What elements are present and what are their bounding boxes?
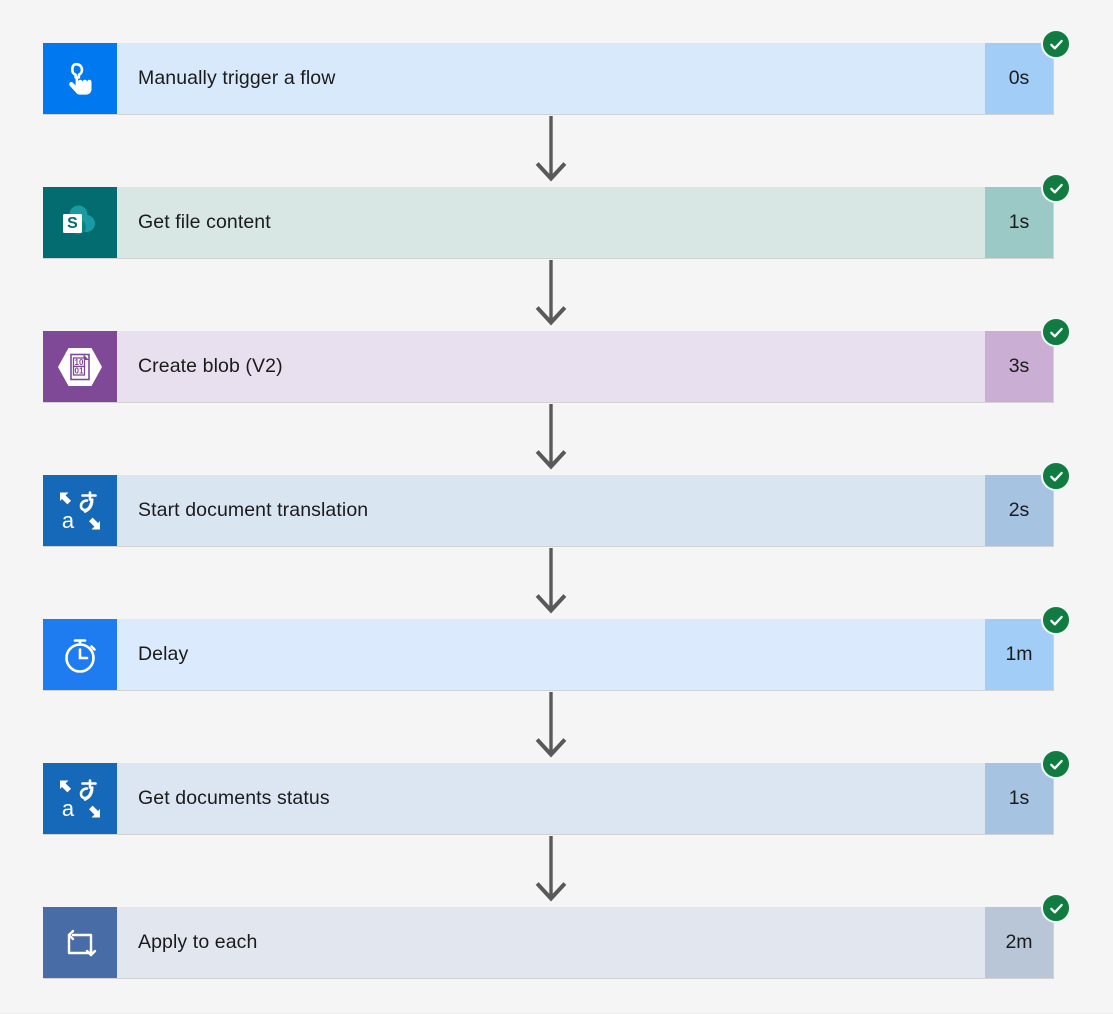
svg-text:S: S (67, 215, 78, 232)
svg-text:01: 01 (75, 366, 84, 375)
arrow-down-icon (531, 259, 571, 331)
flow-step-row[interactable]: a Get documents status 1s (43, 749, 1071, 835)
flow-step-row[interactable]: Apply to each 2m (43, 893, 1071, 979)
arrow-down-icon (531, 691, 571, 763)
translator-icon: a (43, 763, 117, 834)
flow-step-title: Get file content (138, 210, 271, 233)
svg-text:a: a (62, 508, 75, 533)
status-badge (1041, 461, 1071, 491)
sharepoint-icon: S (43, 187, 117, 258)
flow-step-title: Delay (138, 642, 189, 665)
flow-step-duration: 1s (985, 173, 1071, 258)
flow-step-row[interactable]: Delay 1m (43, 605, 1071, 691)
flow-step-body[interactable]: Create blob (V2) (117, 331, 985, 402)
flow-step-body[interactable]: Start document translation (117, 475, 985, 546)
arrow-down-icon (531, 835, 571, 907)
flow-step-duration-value: 1s (1008, 211, 1030, 233)
svg-text:10: 10 (75, 358, 84, 367)
status-badge (1041, 749, 1071, 779)
flow-step-duration-value: 0s (1008, 67, 1030, 89)
flow-step-duration: 0s (985, 29, 1071, 114)
flow-step-body[interactable]: Apply to each (117, 907, 985, 978)
status-badge (1041, 605, 1071, 635)
translator-icon: a (43, 475, 117, 546)
flow-step-duration: 1m (985, 605, 1071, 690)
svg-text:a: a (62, 796, 75, 821)
arrow-down-icon (531, 403, 571, 475)
flow-step-body[interactable]: Get documents status (117, 763, 985, 834)
status-badge (1041, 29, 1071, 59)
status-badge (1041, 317, 1071, 347)
flow-step-body[interactable]: Get file content (117, 187, 985, 258)
flow-step-duration-value: 3s (1008, 355, 1030, 377)
flow-step-duration-value: 1s (1008, 787, 1030, 809)
status-badge (1041, 173, 1071, 203)
flow-step-title: Get documents status (138, 786, 330, 809)
flow-step-body[interactable]: Manually trigger a flow (117, 43, 985, 114)
flow-step-duration-value: 2m (1005, 931, 1033, 953)
arrow-down-icon (531, 115, 571, 187)
flow-step-duration: 3s (985, 317, 1071, 402)
flow-step-title: Create blob (V2) (138, 354, 283, 377)
flow-step-row[interactable]: S Get file content 1s (43, 173, 1071, 259)
flow-step-body[interactable]: Delay (117, 619, 985, 690)
flow-step-duration: 2m (985, 893, 1071, 978)
flow-step-title: Apply to each (138, 930, 258, 953)
loop-foreach-icon (43, 907, 117, 978)
status-badge (1041, 893, 1071, 923)
flow-step-duration: 1s (985, 749, 1071, 834)
flow-step-title: Start document translation (138, 498, 369, 521)
flow-step-row[interactable]: a Start document translation 2s (43, 461, 1071, 547)
flow-step-duration-value: 1m (1005, 643, 1033, 665)
flow-step-duration-value: 2s (1008, 499, 1030, 521)
flow-step-duration: 2s (985, 461, 1071, 546)
flow-step-row[interactable]: Manually trigger a flow 0s (43, 29, 1071, 115)
arrow-down-icon (531, 547, 571, 619)
manual-trigger-icon (43, 43, 117, 114)
flow-step-title: Manually trigger a flow (138, 66, 336, 89)
stopwatch-icon (43, 619, 117, 690)
